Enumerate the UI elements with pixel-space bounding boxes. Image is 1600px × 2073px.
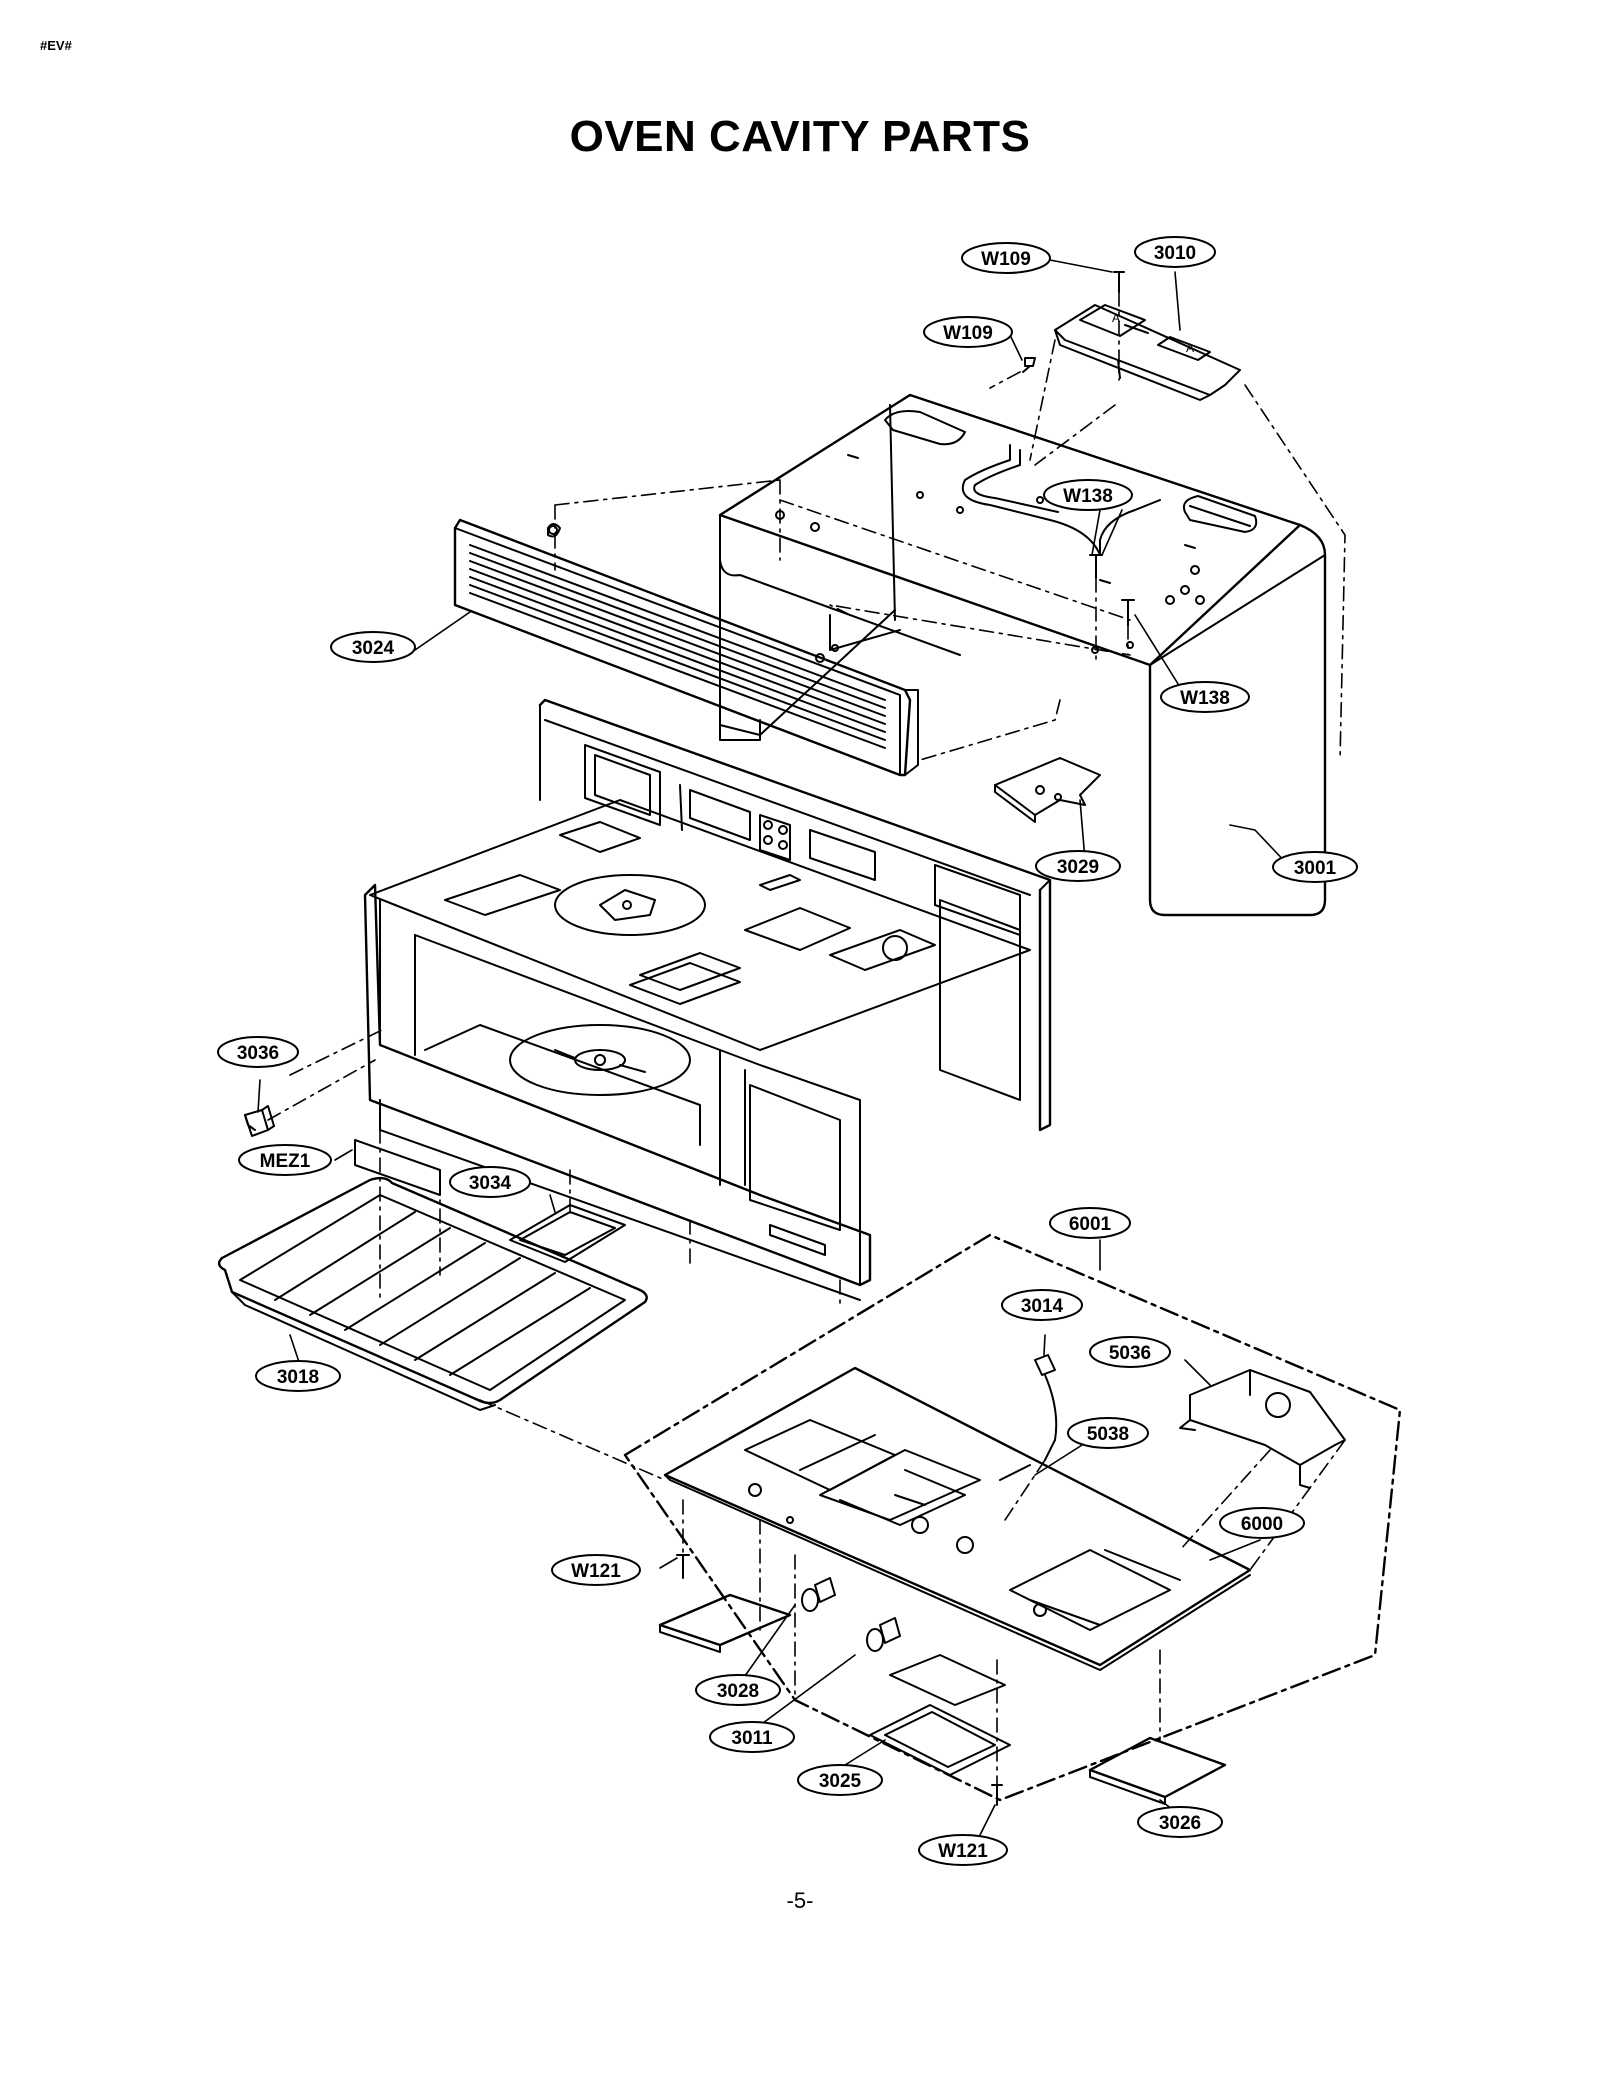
switch-3036 xyxy=(244,1105,275,1137)
oven-cavity xyxy=(363,698,1052,1301)
screw-w109-side xyxy=(1022,357,1036,373)
callout-w138-side: W138 xyxy=(1160,681,1250,713)
bracket-5036 xyxy=(1179,1369,1346,1489)
filter-3026 xyxy=(1088,1736,1227,1805)
svg-text:6000: 6000 xyxy=(1241,1514,1283,1535)
rack-3018 xyxy=(217,1176,648,1411)
callout-3026: 3026 xyxy=(1137,1806,1223,1838)
screw-w121-bottom xyxy=(991,1784,1003,1806)
svg-text:3014: 3014 xyxy=(1021,1296,1064,1317)
svg-text:W121: W121 xyxy=(571,1561,621,1582)
filter-left xyxy=(658,1593,792,1653)
document-code: #EV# xyxy=(40,38,72,53)
callout-3014: 3014 xyxy=(1001,1289,1083,1321)
alignment-lines xyxy=(267,291,1346,1786)
callout-w121-left: W121 xyxy=(551,1554,641,1586)
callout-3010: 3010 xyxy=(1134,236,1216,268)
callout-5038: 5038 xyxy=(1067,1417,1149,1449)
callout-3024: 3024 xyxy=(330,631,416,663)
svg-text:3011: 3011 xyxy=(731,1728,773,1749)
callout-mez1: MEZ1 xyxy=(238,1144,332,1176)
callout-3034: 3034 xyxy=(449,1166,531,1198)
callout-w109-side: W109 xyxy=(923,316,1013,348)
callout-3036: 3036 xyxy=(217,1036,299,1068)
callout-6000: 6000 xyxy=(1219,1507,1305,1539)
callout-3011: 3011 xyxy=(709,1721,795,1753)
screw-w121-left xyxy=(676,1554,690,1579)
vent-grille-3024 xyxy=(453,518,919,777)
callout-3028: 3028 xyxy=(695,1674,781,1706)
bracket-3029 xyxy=(994,757,1101,823)
cover-3025 xyxy=(869,1704,1011,1776)
callout-labels: W109 3010 W109 W138 3024 W138 3029 3001 xyxy=(217,236,1358,1866)
svg-text:3024: 3024 xyxy=(352,638,395,659)
page-number: -5- xyxy=(786,1888,814,1913)
svg-text:5038: 5038 xyxy=(1087,1424,1129,1445)
cover-3011 xyxy=(889,1654,1006,1706)
svg-text:W138: W138 xyxy=(1180,688,1230,709)
callout-3018: 3018 xyxy=(255,1360,341,1392)
svg-text:5036: 5036 xyxy=(1109,1343,1151,1364)
svg-text:3001: 3001 xyxy=(1294,858,1337,879)
control-bracket-3010: A A xyxy=(1054,304,1241,401)
base-plate-6000 xyxy=(663,1366,1252,1671)
svg-text:3025: 3025 xyxy=(819,1771,862,1792)
callout-3029: 3029 xyxy=(1035,850,1121,882)
lamp-sockets-3028 xyxy=(801,1577,901,1652)
callout-w138-top: W138 xyxy=(1043,479,1133,511)
svg-text:A: A xyxy=(1112,311,1120,325)
svg-text:W109: W109 xyxy=(981,249,1031,270)
svg-text:3018: 3018 xyxy=(277,1367,319,1388)
svg-text:3036: 3036 xyxy=(237,1043,279,1064)
callout-3001: 3001 xyxy=(1272,851,1358,883)
svg-text:3034: 3034 xyxy=(469,1173,512,1194)
svg-text:A: A xyxy=(1186,341,1194,355)
callout-5036: 5036 xyxy=(1089,1336,1171,1368)
callout-3025: 3025 xyxy=(797,1764,883,1796)
leader-lines xyxy=(257,259,1291,1836)
sensor-3014 xyxy=(1034,1354,1058,1461)
svg-text:3028: 3028 xyxy=(717,1681,759,1702)
screw-w138-a xyxy=(1089,554,1103,579)
svg-text:6001: 6001 xyxy=(1069,1214,1112,1235)
screw-w138-b xyxy=(1121,599,1135,626)
page-title: OVEN CAVITY PARTS xyxy=(569,112,1031,161)
svg-text:3010: 3010 xyxy=(1154,243,1196,264)
svg-text:MEZ1: MEZ1 xyxy=(260,1151,311,1172)
plate-mez1 xyxy=(354,1139,441,1196)
svg-text:W121: W121 xyxy=(938,1841,988,1862)
outer-cabinet-3001 xyxy=(718,393,1327,917)
cover-3034 xyxy=(509,1204,626,1263)
svg-text:3029: 3029 xyxy=(1057,857,1099,878)
callout-w121-bottom: W121 xyxy=(918,1834,1008,1866)
svg-text:3026: 3026 xyxy=(1159,1813,1201,1834)
callout-w109-top: W109 xyxy=(961,242,1051,274)
callout-6001: 6001 xyxy=(1049,1207,1131,1239)
screw-w109-top xyxy=(1113,271,1125,293)
svg-text:W109: W109 xyxy=(943,323,993,344)
svg-text:W138: W138 xyxy=(1063,486,1113,507)
